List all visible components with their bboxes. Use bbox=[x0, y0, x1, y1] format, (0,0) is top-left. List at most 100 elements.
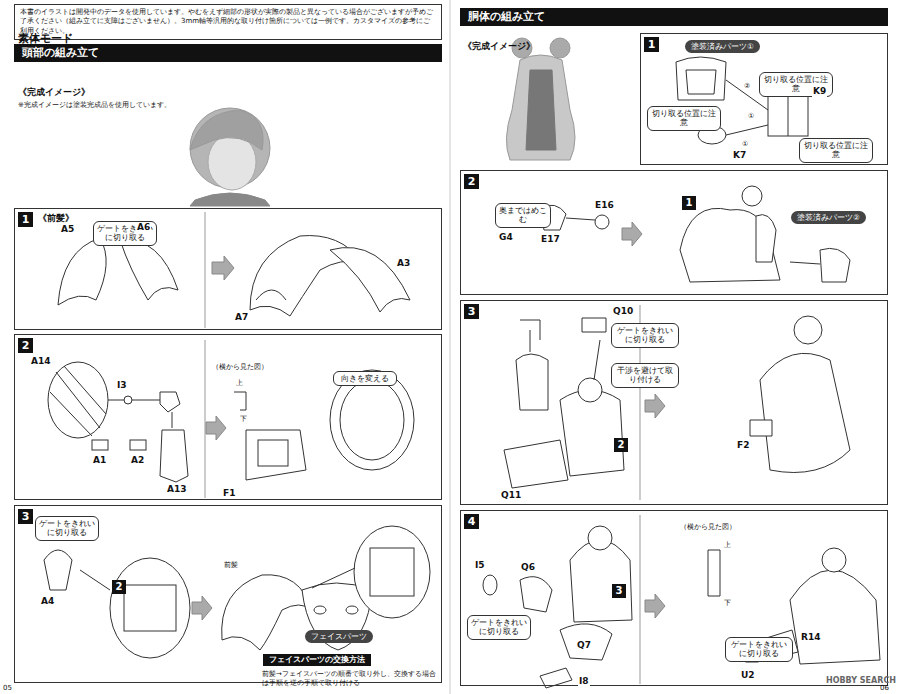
node-text: 切り取る位置に注意 bbox=[651, 109, 717, 128]
part-number: I3 bbox=[116, 380, 128, 391]
part-number: F2 bbox=[736, 440, 750, 451]
callout-bubble: 干渉を避けて取り付ける bbox=[611, 363, 679, 388]
step-number: 3 bbox=[464, 304, 479, 319]
illustration-shape bbox=[48, 362, 108, 438]
notice-box: 本書のイラストは開発中のデータを使用しています。やむをえず細部の形状が実際の製品… bbox=[14, 4, 442, 40]
illustration-shape bbox=[192, 596, 212, 620]
illustration-shape bbox=[726, 125, 768, 135]
part-number: Q7 bbox=[576, 640, 592, 651]
step-number: 3 bbox=[18, 509, 33, 524]
step-reference: 2 bbox=[614, 438, 628, 452]
illustration-shape bbox=[256, 290, 286, 300]
illustration-shape bbox=[588, 526, 612, 550]
part-number: A2 bbox=[130, 455, 145, 466]
part-number: Q10 bbox=[612, 306, 634, 317]
illustration-shape bbox=[520, 577, 552, 612]
step-reference: 1 bbox=[682, 196, 696, 210]
illustration-shape bbox=[622, 222, 642, 246]
part-number: A7 bbox=[234, 312, 249, 323]
section-bar: 胴体の組み立て bbox=[460, 8, 888, 26]
illustration-shape bbox=[234, 392, 246, 410]
node-text: 本書のイラストは開発中のデータを使用しています。やむをえず細部の形状が実際の製品… bbox=[20, 8, 436, 36]
label-text: 《完成イメージ》 bbox=[18, 86, 90, 99]
part-number: A4 bbox=[40, 596, 55, 607]
node-text: 頭部の組み立て bbox=[22, 46, 434, 60]
illustration-shape bbox=[450, 0, 451, 694]
illustration-shape bbox=[540, 668, 572, 688]
step-panel: 3ゲートをきれいに切り取るフェイスパーツフェイスパーツの交換方法 bbox=[14, 505, 442, 683]
step-number: 1 bbox=[644, 37, 659, 52]
illustration-shape bbox=[504, 440, 568, 488]
illustration-shape bbox=[645, 594, 665, 618]
part-tag: フェイスパーツ bbox=[305, 630, 373, 643]
part-number: Q11 bbox=[500, 490, 522, 501]
illustration-shape bbox=[340, 380, 404, 460]
illustration-shape bbox=[120, 240, 178, 300]
label-text: （横から見た図） bbox=[680, 522, 736, 532]
illustration-shape bbox=[560, 624, 612, 660]
illustration-shape bbox=[686, 70, 716, 94]
illustration-shape bbox=[676, 57, 726, 100]
step-reference: 2 bbox=[112, 580, 126, 594]
part-number: E17 bbox=[540, 234, 561, 245]
illustration-shape bbox=[708, 550, 720, 596]
illustration-shape bbox=[258, 440, 288, 466]
callout-bubble: 向きを変える bbox=[333, 371, 397, 386]
illustration-shape bbox=[330, 370, 414, 470]
illustration-shape bbox=[788, 96, 789, 136]
illustration-shape bbox=[578, 378, 602, 402]
part-number: K9 bbox=[812, 86, 827, 97]
illustration-shape bbox=[594, 340, 600, 380]
illustration-shape bbox=[44, 550, 72, 590]
illustration-shape bbox=[354, 526, 430, 618]
step-number: 4 bbox=[464, 514, 479, 529]
illustration-shape bbox=[130, 440, 146, 450]
illustration-shape bbox=[346, 606, 358, 614]
illustration-shape bbox=[570, 540, 632, 622]
callout-bubble: 奥まではめこむ bbox=[495, 203, 551, 228]
node-text: フェイスパーツの交換方法 bbox=[269, 655, 365, 665]
part-number: I8 bbox=[578, 676, 590, 687]
illustration-shape bbox=[160, 392, 180, 412]
step-panel: 1ゲートをきれいに切り取る bbox=[14, 208, 442, 330]
label-text: 上 bbox=[724, 540, 731, 550]
illustration-shape bbox=[312, 568, 355, 588]
illustration-shape bbox=[516, 320, 548, 410]
callout-bubble: ゲートをきれいに切り取る bbox=[467, 615, 531, 640]
illustration-shape bbox=[50, 366, 106, 436]
part-number: A14 bbox=[30, 356, 52, 367]
node-text: 切り取る位置に注意 bbox=[803, 141, 869, 160]
illustration-shape bbox=[560, 390, 624, 476]
node-text: 奥まではめこむ bbox=[499, 206, 547, 225]
label-text: 下 bbox=[240, 414, 247, 424]
part-number: G4 bbox=[498, 232, 514, 243]
part-number: F1 bbox=[222, 488, 236, 499]
label-text: ① bbox=[748, 112, 754, 120]
illustration-shape bbox=[768, 96, 808, 136]
illustration-shape bbox=[750, 420, 772, 436]
step-panel: 1塗装済みパーツ①切り取る位置に注意切り取る位置に注意切り取る位置に注意 bbox=[640, 33, 888, 165]
illustration-shape bbox=[172, 412, 173, 428]
illustration-shape bbox=[566, 218, 595, 220]
illustration-shape bbox=[530, 330, 531, 352]
illustration-shape bbox=[160, 430, 188, 482]
part-tag: 塗装済みパーツ① bbox=[685, 40, 760, 53]
part-number: A13 bbox=[166, 484, 188, 495]
illustration-shape bbox=[526, 70, 556, 150]
illustration-shape bbox=[58, 238, 106, 305]
label-text: ① bbox=[742, 140, 748, 148]
node-text: ゲートをきれいに切り取る bbox=[615, 326, 675, 345]
illustration-shape bbox=[80, 570, 110, 590]
part-number: E16 bbox=[594, 200, 615, 211]
part-number: A3 bbox=[396, 258, 411, 269]
node-text: 干渉を避けて取り付ける bbox=[615, 366, 675, 385]
node-text: 向きを変える bbox=[337, 374, 393, 383]
label-text: 前髪 bbox=[224, 560, 238, 570]
illustration-shape bbox=[756, 215, 776, 262]
illustration-shape bbox=[190, 193, 270, 206]
part-tag: 塗装済みパーツ② bbox=[791, 211, 866, 224]
illustration-shape bbox=[645, 394, 665, 418]
illustration-shape bbox=[222, 575, 312, 650]
callout-bubble: ゲートをきれいに切り取る bbox=[611, 323, 679, 348]
